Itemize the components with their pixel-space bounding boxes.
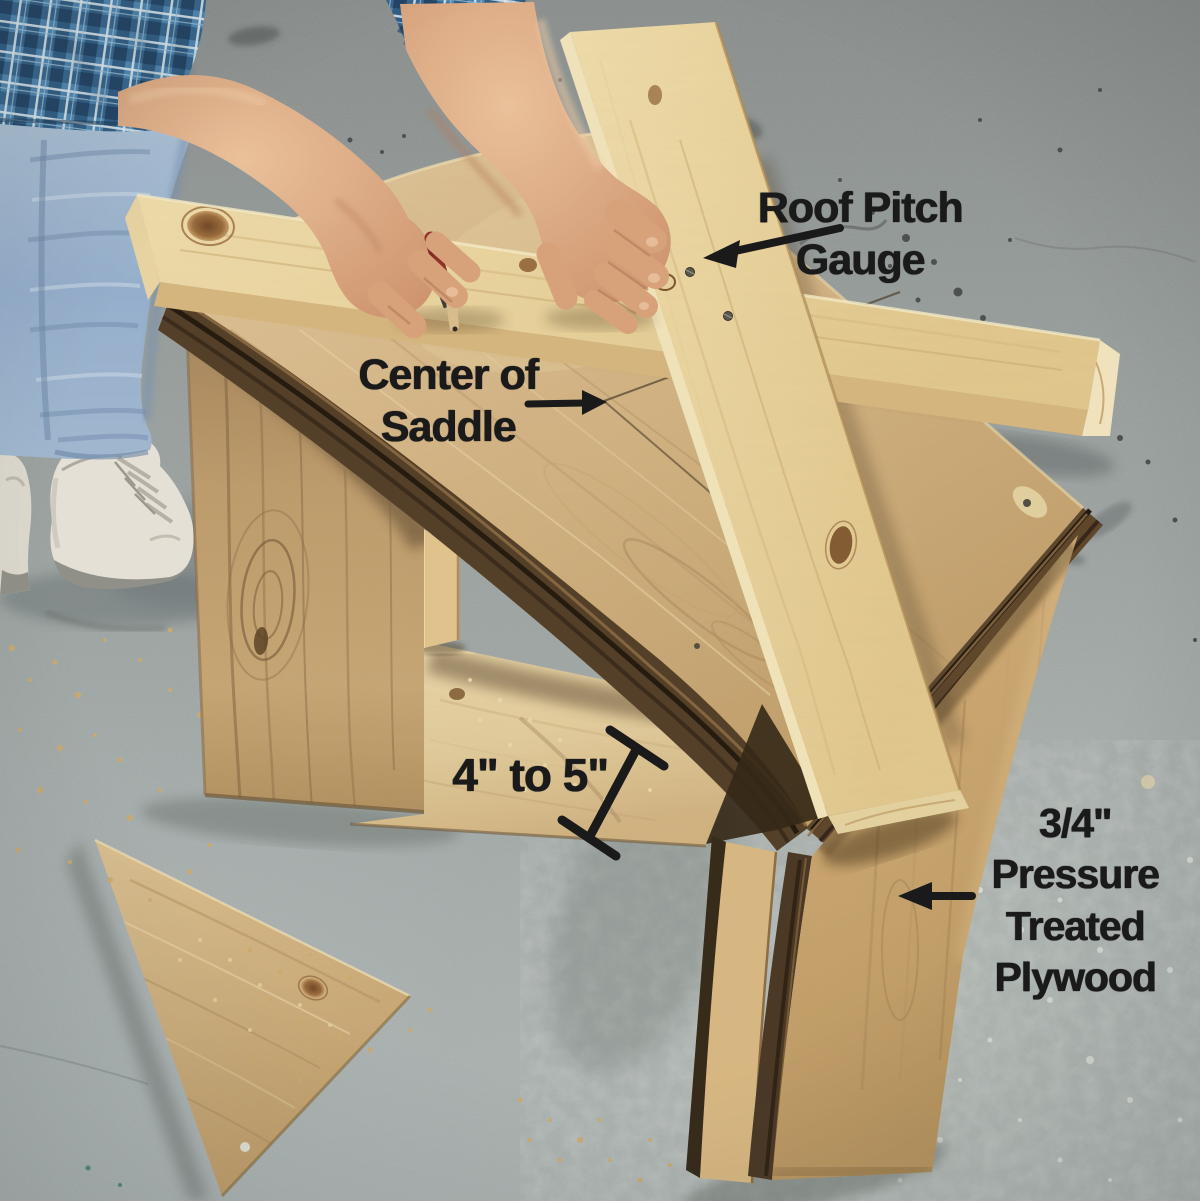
roof-pitch-arrow	[703, 224, 844, 268]
label-center-of-saddle: Center of Saddle	[358, 351, 539, 452]
dimension-marks	[557, 725, 669, 861]
label-roof-pitch-gauge: Roof Pitch Gauge	[757, 184, 964, 285]
annotation-graphics	[524, 224, 976, 910]
label-edge-width-dimension: 4" to 5"	[452, 749, 609, 801]
center-of-saddle-arrow	[524, 390, 607, 415]
plywood-arrow	[898, 882, 976, 910]
label-plywood-spec: 3/4" Pressure Treated Plywood	[991, 800, 1160, 1000]
